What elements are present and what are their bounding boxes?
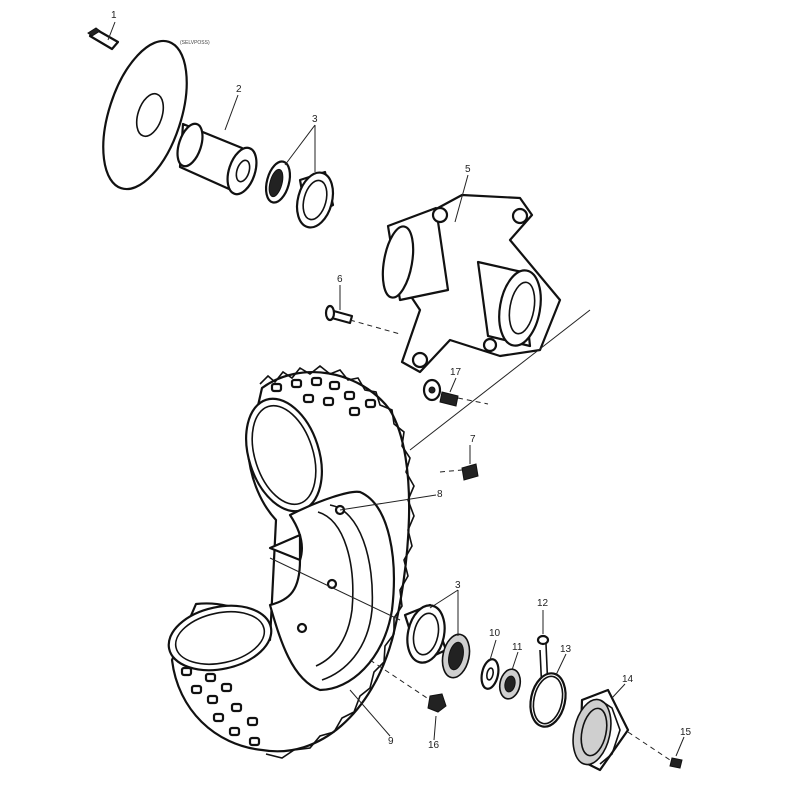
note-label: (SELVPOSS)	[180, 40, 210, 46]
assembly-lines	[269, 309, 671, 761]
callout-3-lower: 3	[455, 580, 461, 591]
callout-11: 11	[512, 642, 523, 653]
leader-lines	[107, 21, 685, 757]
part-7-stud	[461, 463, 479, 481]
callout-labels: (SELVPOSS) 1 2 3 5 6 17 7 8 3 12 10 11 1…	[111, 10, 692, 751]
part-6-bolt	[324, 304, 354, 325]
tire-tread	[259, 364, 415, 759]
callout-12: 12	[537, 598, 549, 609]
part-11-nut	[498, 668, 522, 700]
callout-6: 6	[337, 274, 343, 285]
callout-10: 10	[489, 628, 501, 639]
tire-assembly	[167, 364, 415, 759]
part-17-bolt	[422, 378, 459, 407]
part-15-bolt	[669, 757, 683, 769]
part-14-hub-cap	[572, 688, 630, 772]
callout-1: 1	[111, 10, 117, 21]
brake-disc-plate	[102, 39, 188, 191]
part-16-nut	[427, 693, 447, 713]
part-3-bearing-lower	[403, 603, 471, 679]
callout-3-upper: 3	[312, 114, 318, 125]
callout-16: 16	[428, 740, 440, 751]
part-13-o-ring	[529, 672, 567, 728]
callout-2: 2	[236, 84, 242, 95]
callout-17: 17	[450, 367, 462, 378]
callout-8: 8	[437, 489, 443, 500]
tire-knobs	[180, 376, 377, 747]
callout-15: 15	[680, 727, 692, 738]
part-3-bearing-upper	[264, 160, 335, 229]
callout-5: 5	[465, 164, 471, 175]
callout-13: 13	[560, 644, 572, 655]
part-2-axle-spacer	[176, 122, 258, 196]
part-10-washer	[480, 658, 500, 690]
part-1-bolt	[87, 27, 120, 51]
rim-outer-lower	[167, 604, 273, 672]
callout-9: 9	[388, 736, 394, 747]
callout-14: 14	[622, 674, 634, 685]
callout-7: 7	[470, 434, 476, 445]
part-5-hub	[381, 193, 562, 374]
